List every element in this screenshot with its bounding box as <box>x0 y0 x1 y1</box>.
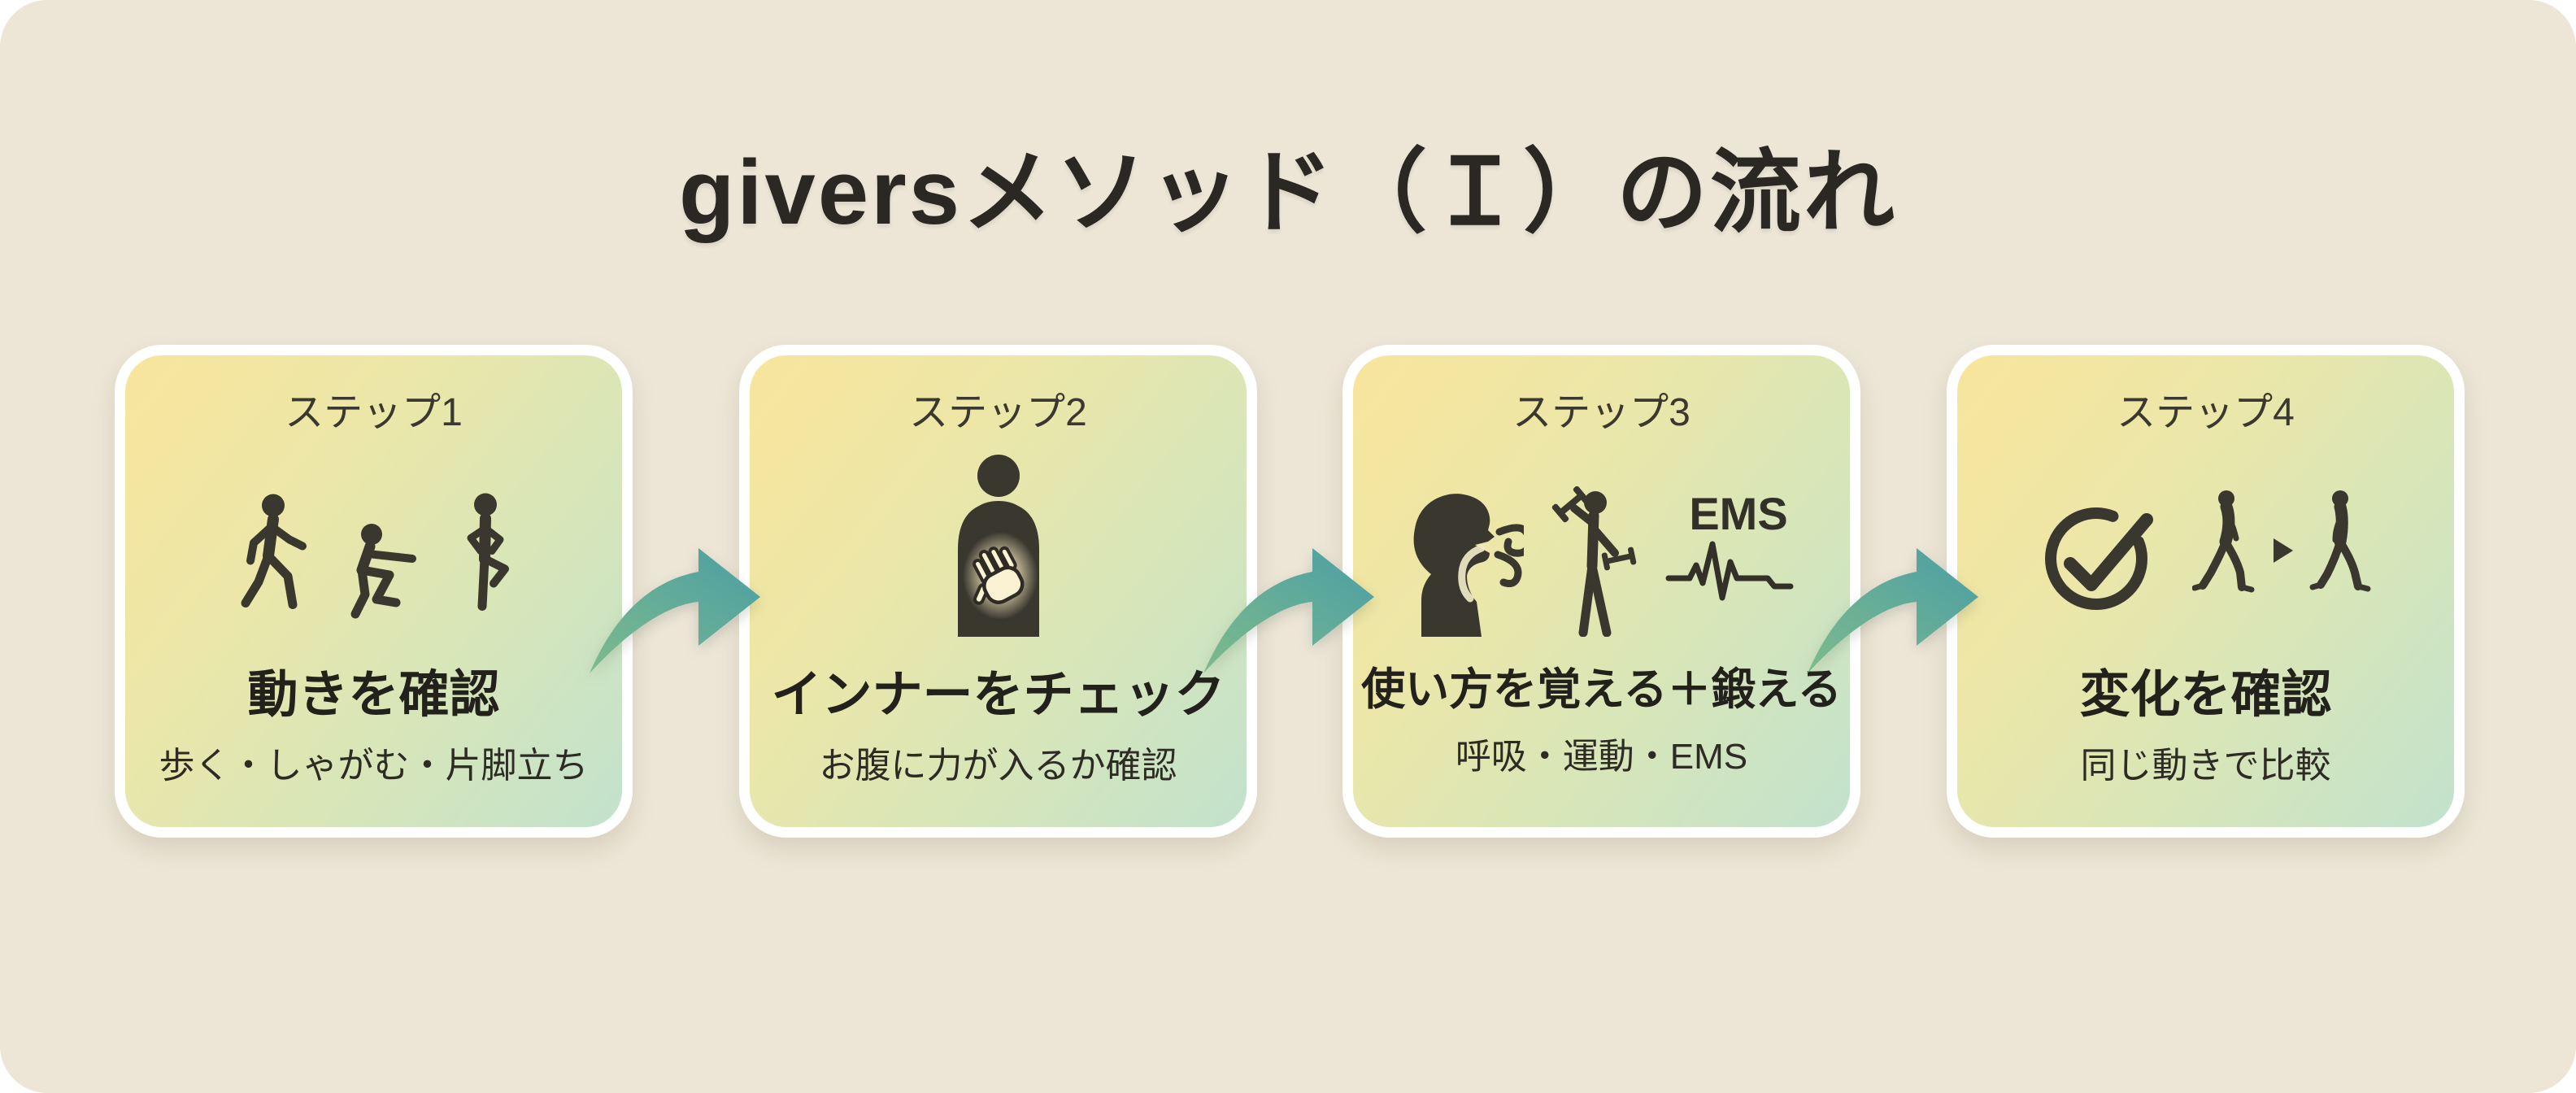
step-1-label: ステップ1 <box>285 391 463 434</box>
infographic-title: giversメソッド（Ｉ）の流れ <box>679 142 1897 243</box>
step-card-2: ステップ2 インナーをチェック お腹に力が入るか確認 <box>739 345 1257 838</box>
waveform-line <box>1665 541 1793 601</box>
ems-label: EMS <box>1689 490 1787 539</box>
step-4-label: ステップ4 <box>2117 391 2295 434</box>
dumbbell-person-icon <box>1551 486 1636 637</box>
flow-arrow-icon-3 <box>1808 548 1978 673</box>
step-card-3: ステップ3 <box>1342 345 1860 838</box>
check-circle-icon <box>2044 507 2153 610</box>
walking-person-icon <box>241 494 307 609</box>
squat-person-icon <box>350 524 416 619</box>
ems-waveform-icon: EMS <box>1665 490 1793 601</box>
step-2-heading: インナーをチェック <box>771 667 1225 723</box>
single-leg-stand-icon <box>467 493 509 611</box>
step-4-icon-row <box>2033 459 2379 637</box>
step-1-heading: 動きを確認 <box>247 667 500 723</box>
step-2-label: ステップ2 <box>909 391 1087 434</box>
step-1-icon-row <box>231 459 517 637</box>
step-2-subtitle: お腹に力が入るか確認 <box>819 746 1177 786</box>
step-card-1: ステップ1 <box>115 345 633 838</box>
hand-on-belly-torso-icon <box>957 455 1039 637</box>
flow-arrow-icon-2 <box>1203 548 1374 673</box>
step-1-subtitle: 歩く・しゃがむ・片脚立ち <box>159 746 589 786</box>
step-3-label: ステップ3 <box>1512 391 1690 434</box>
breathing-profile-icon <box>1413 494 1524 637</box>
step-card-4: ステップ4 <box>1947 345 2465 838</box>
step-3-subtitle: 呼吸・運動・EMS <box>1455 737 1748 777</box>
step-3-heading: 使い方を覚える＋鍛える <box>1361 665 1842 714</box>
before-after-walkers-icon <box>2191 490 2370 593</box>
step-4-subtitle: 同じ動きで比較 <box>2080 746 2331 786</box>
flow-arrow-icon-1 <box>590 548 760 673</box>
step-4-heading: 変化を確認 <box>2079 667 2332 723</box>
step-3-icon-row: EMS <box>1402 459 1802 637</box>
step-2-icon-row <box>933 455 1064 637</box>
